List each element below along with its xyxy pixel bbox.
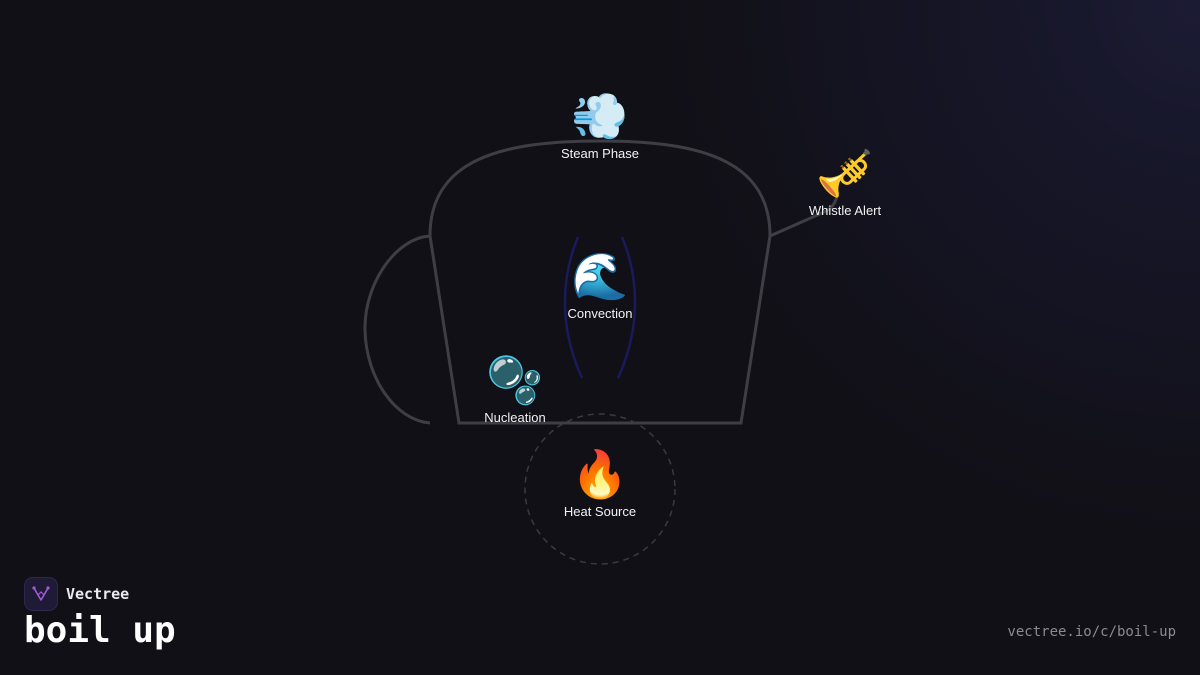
wave-icon: 🌊: [571, 249, 629, 303]
heat-ring: [524, 413, 676, 565]
node-whistle-alert: 🎺 Whistle Alert: [785, 147, 905, 218]
node-label: Steam Phase: [560, 146, 640, 161]
dash-icon: 💨: [571, 89, 629, 143]
page-url[interactable]: vectree.io/c/boil-up: [1007, 624, 1176, 640]
node-label: Nucleation: [484, 410, 546, 425]
trumpet-icon: 🎺: [816, 146, 874, 200]
brand: Vectree: [24, 577, 129, 611]
bubbles-icon: 🫧: [486, 353, 544, 407]
kettle-body: [428, 139, 772, 425]
node-steam-phase: 💨 Steam Phase: [540, 90, 660, 161]
convection-arc-left: [563, 236, 584, 379]
node-label: Convection: [567, 306, 633, 321]
page-title: boil up: [24, 610, 176, 651]
node-label: Heat Source: [563, 504, 637, 519]
node-label: Whistle Alert: [808, 203, 882, 218]
convection-arc-right: [616, 236, 637, 379]
node-heat-source: 🔥 Heat Source: [540, 448, 660, 519]
node-convection: 🌊 Convection: [540, 250, 660, 321]
kettle-handle: [363, 234, 431, 425]
fire-icon: 🔥: [571, 447, 629, 501]
brand-name: Vectree: [66, 585, 130, 603]
node-nucleation: 🫧 Nucleation: [455, 354, 575, 425]
kettle-spout: [769, 191, 840, 238]
vectree-logo-icon: [24, 577, 58, 611]
